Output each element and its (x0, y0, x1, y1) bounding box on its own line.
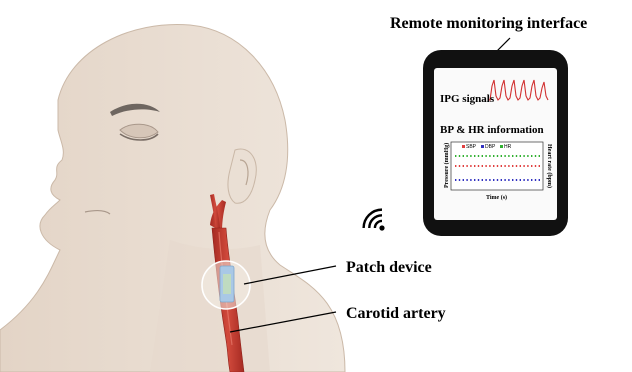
wifi-signal-icon (360, 206, 393, 239)
legend-hr-label: HR (504, 144, 512, 150)
legend-sbp-swatch (462, 145, 465, 148)
patch-device-label: Patch device (346, 259, 432, 276)
chart-ylabel-right: Heart rate (bpm) (546, 144, 553, 188)
remote-monitoring-title: Remote monitoring interface (390, 15, 587, 32)
patch-device-graphic (202, 261, 250, 309)
patch-sensor (223, 274, 231, 294)
legend-hr-swatch (500, 145, 503, 148)
ipg-signals-label: IPG signals (440, 93, 495, 105)
carotid-artery-label: Carotid artery (346, 305, 446, 322)
legend-dbp-swatch (481, 145, 484, 148)
chart-ylabel-left: Pressure (mmHg) (443, 143, 450, 188)
legend-sbp-label: SBP (466, 144, 477, 150)
neck-shade (150, 240, 270, 372)
bp-hr-label: BP & HR information (440, 124, 544, 136)
chart-xlabel: Time (s) (486, 194, 507, 201)
legend-dbp-label: DBP (485, 144, 496, 150)
